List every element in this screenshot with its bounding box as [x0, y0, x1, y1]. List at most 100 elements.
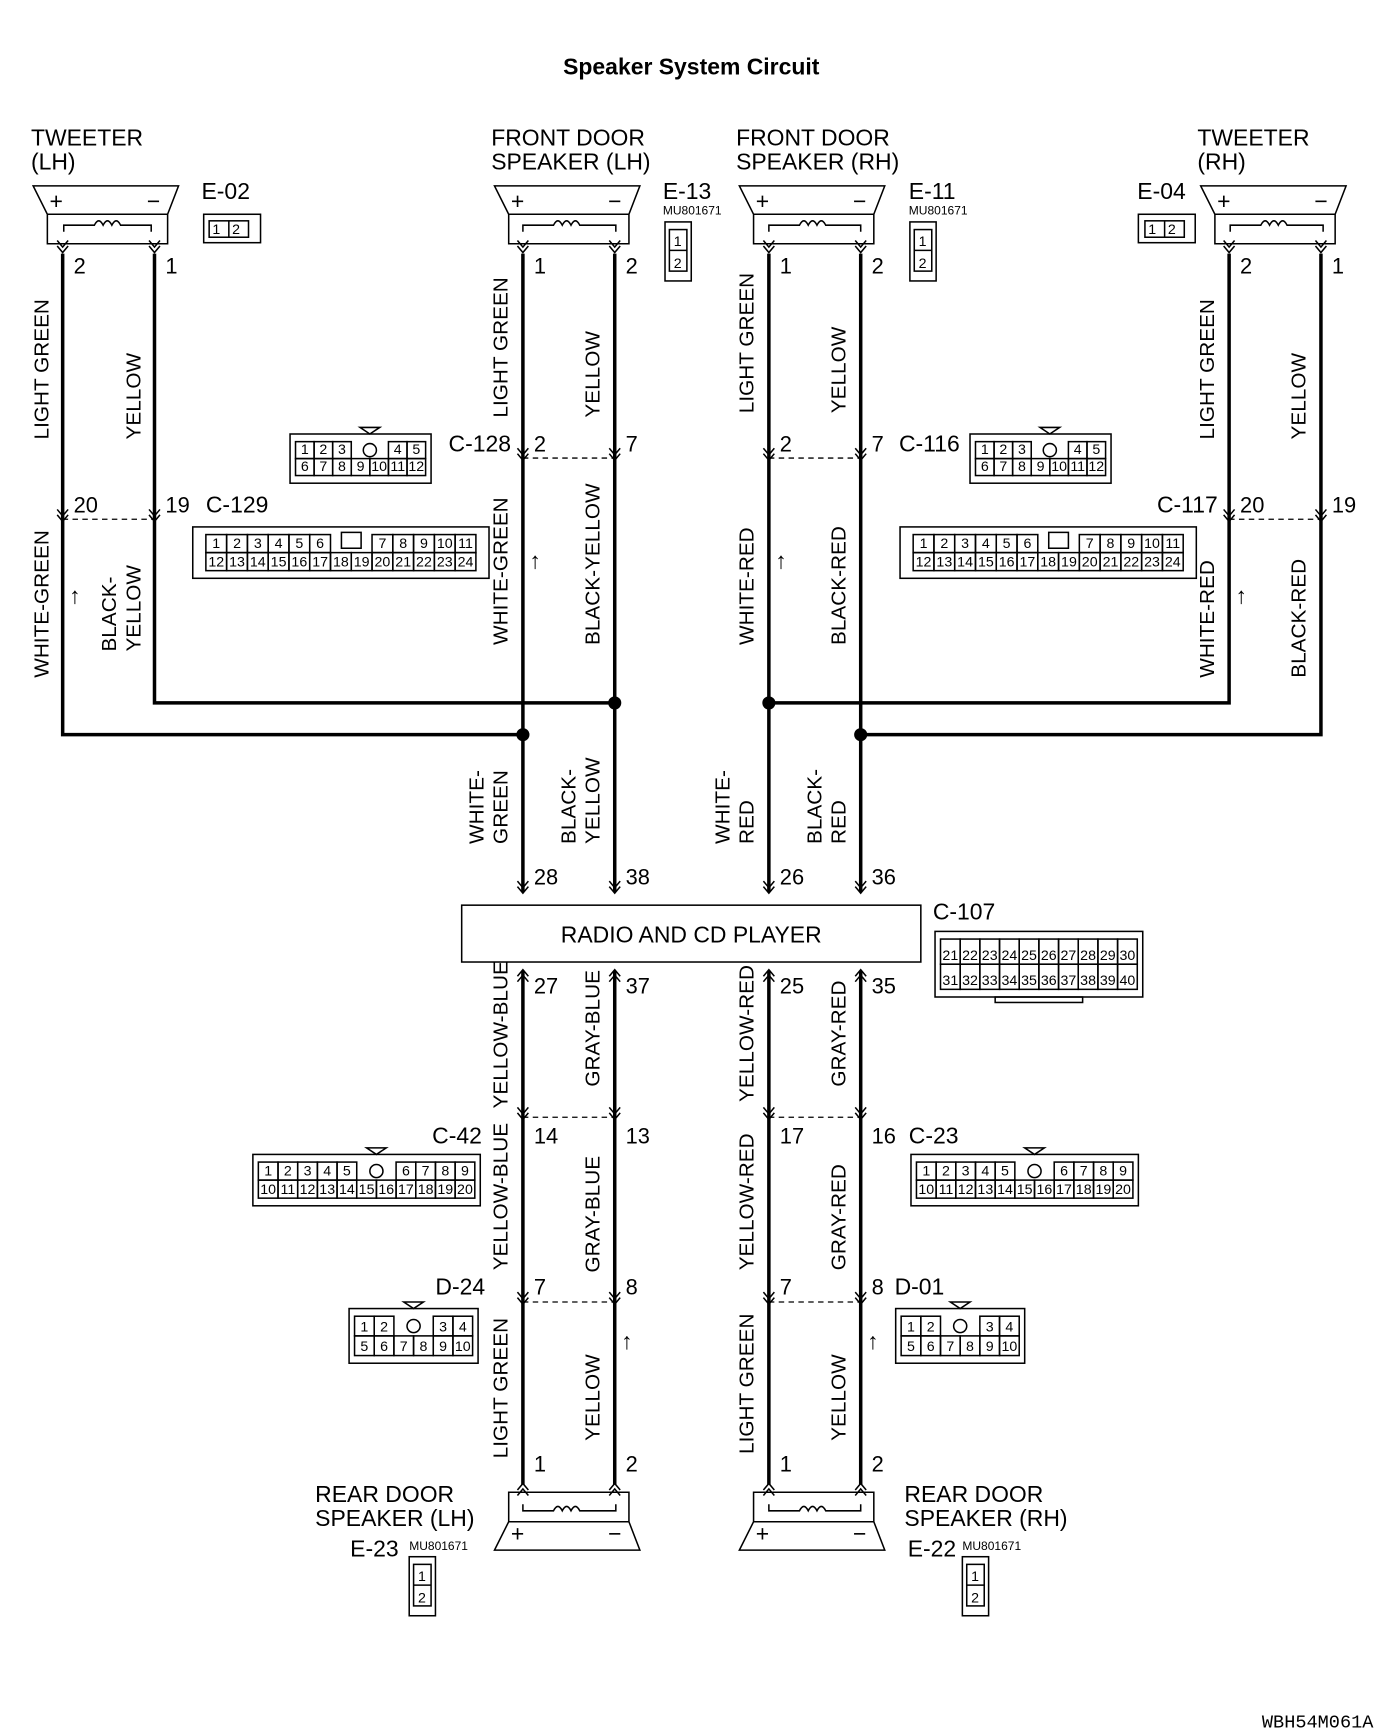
pin-label: 14 — [997, 1182, 1013, 1198]
pin-label: 2 — [380, 1320, 388, 1336]
coil-icon — [522, 1504, 617, 1513]
pin-label: 2 — [999, 442, 1007, 458]
svg-text:RED: RED — [736, 800, 759, 844]
svg-text:WHITE-RED: WHITE-RED — [736, 527, 759, 645]
svg-text:YELLOW: YELLOW — [122, 353, 145, 440]
pin-label: 4 — [275, 536, 283, 552]
pin-label: 19 — [1061, 554, 1077, 570]
pin-label: 10 — [437, 536, 453, 552]
pin-label: 27 — [1061, 948, 1077, 964]
svg-text:SPEAKER (RH): SPEAKER (RH) — [736, 148, 899, 174]
pin-label: 39 — [1100, 973, 1116, 989]
svg-text:+: + — [756, 1520, 769, 1546]
svg-text:YELLOW-RED: YELLOW-RED — [736, 1133, 759, 1270]
svg-text:TWEETER: TWEETER — [31, 124, 143, 150]
svg-text:MU801671: MU801671 — [409, 1539, 468, 1553]
svg-text:20: 20 — [1240, 493, 1264, 518]
svg-text:LIGHT GREEN: LIGHT GREEN — [30, 299, 53, 439]
pin-label: 15 — [1017, 1182, 1033, 1198]
pin-label: 19 — [437, 1182, 453, 1198]
pin-label: 21 — [395, 554, 411, 570]
pin-label: 3 — [1018, 442, 1026, 458]
svg-text:TWEETER: TWEETER — [1197, 124, 1309, 150]
svg-text:+: + — [756, 188, 769, 214]
svg-text:BLACK-RED: BLACK-RED — [827, 526, 850, 645]
svg-text:YELLOW: YELLOW — [1288, 353, 1311, 440]
pin-label: 9 — [986, 1339, 994, 1355]
pin-label: 9 — [420, 536, 428, 552]
pin-label: 26 — [1041, 948, 1057, 964]
svg-text:16: 16 — [872, 1123, 896, 1148]
svg-text:2: 2 — [1240, 253, 1252, 278]
pin-label: 2 — [927, 1320, 935, 1336]
pin-label: 11 — [280, 1182, 295, 1198]
wire-network — [60, 253, 1323, 1485]
svg-text:WHITE-GREEN: WHITE-GREEN — [490, 497, 513, 645]
svg-text:1: 1 — [674, 234, 682, 250]
svg-text:(RH): (RH) — [1197, 148, 1245, 174]
pin-label: 6 — [402, 1164, 410, 1180]
svg-text:+: + — [1217, 188, 1230, 214]
svg-text:38: 38 — [626, 864, 650, 889]
pin-label: 19 — [354, 554, 370, 570]
pin-label: 9 — [439, 1339, 447, 1355]
svg-text:13: 13 — [626, 1123, 650, 1148]
pin-label: 5 — [1001, 1164, 1009, 1180]
pin-label: 4 — [1005, 1320, 1013, 1336]
svg-text:FRONT DOOR: FRONT DOOR — [491, 124, 645, 150]
pin-label: 6 — [927, 1339, 935, 1355]
pin-label: 14 — [250, 554, 266, 570]
pin-label: 9 — [461, 1164, 469, 1180]
pin-label: 16 — [1036, 1182, 1052, 1198]
pin-label: 2 — [942, 1164, 950, 1180]
pin-label: 8 — [338, 459, 346, 475]
svg-text:2: 2 — [919, 256, 927, 272]
pin-label: 32 — [962, 973, 978, 989]
svg-text:BLACK-: BLACK- — [557, 769, 580, 844]
pin-label: 8 — [399, 536, 407, 552]
pin-label: 9 — [1037, 459, 1045, 475]
pin-label: 31 — [942, 973, 958, 989]
pin-label: 4 — [981, 1164, 989, 1180]
svg-text:LIGHT GREEN: LIGHT GREEN — [1196, 299, 1219, 439]
pin-label: 10 — [1001, 1339, 1017, 1355]
figure-id: WBH54M061A — [1262, 1712, 1374, 1733]
pin-label: 18 — [418, 1182, 434, 1198]
front-door-speaker-lh: FRONT DOOR SPEAKER (LH) + − E-13 MU80167… — [491, 124, 722, 245]
pin-label: 15 — [271, 554, 287, 570]
pin-label: 9 — [357, 459, 365, 475]
svg-text:BLACK-YELLOW: BLACK-YELLOW — [581, 483, 604, 645]
svg-text:REAR DOOR: REAR DOOR — [315, 1481, 454, 1507]
svg-text:2: 2 — [872, 1451, 884, 1476]
pin-label: 28 — [1080, 948, 1096, 964]
svg-text:27: 27 — [534, 974, 558, 999]
coil-icon — [1229, 220, 1324, 232]
pin-label: 6 — [1023, 536, 1031, 552]
pin-label: 5 — [412, 442, 420, 458]
svg-text:E-11: E-11 — [909, 178, 956, 204]
pin-label: 3 — [962, 1164, 970, 1180]
pin-label: 7 — [422, 1164, 430, 1180]
svg-text:C-42: C-42 — [432, 1122, 482, 1148]
svg-text:(LH): (LH) — [31, 148, 76, 174]
pin-label: 4 — [982, 536, 990, 552]
svg-text:1: 1 — [780, 253, 792, 278]
pin-label: 1 — [212, 536, 220, 552]
svg-text:1: 1 — [534, 253, 546, 278]
connector-names: C-128 C-116 C-129 C-117 C-107 C-42 C-23 … — [206, 430, 1218, 1299]
connector-e02-icon: 1 2 — [202, 213, 262, 244]
wire-color-labels: LIGHT GREEN YELLOW LIGHT GREEN YELLOW LI… — [30, 273, 1310, 1459]
pin-label: 11 — [390, 459, 405, 475]
pin-label: 11 — [939, 1182, 954, 1198]
arrow-up-icon: ↑ — [69, 582, 80, 608]
junction-dot — [854, 728, 868, 742]
pin-label: 10 — [260, 1182, 276, 1198]
pin-label: 20 — [457, 1182, 473, 1198]
pin-label: 4 — [323, 1164, 331, 1180]
svg-text:E-02: E-02 — [202, 178, 250, 204]
svg-text:WHITE-: WHITE- — [712, 770, 735, 844]
pin-label: 9 — [1119, 1164, 1127, 1180]
